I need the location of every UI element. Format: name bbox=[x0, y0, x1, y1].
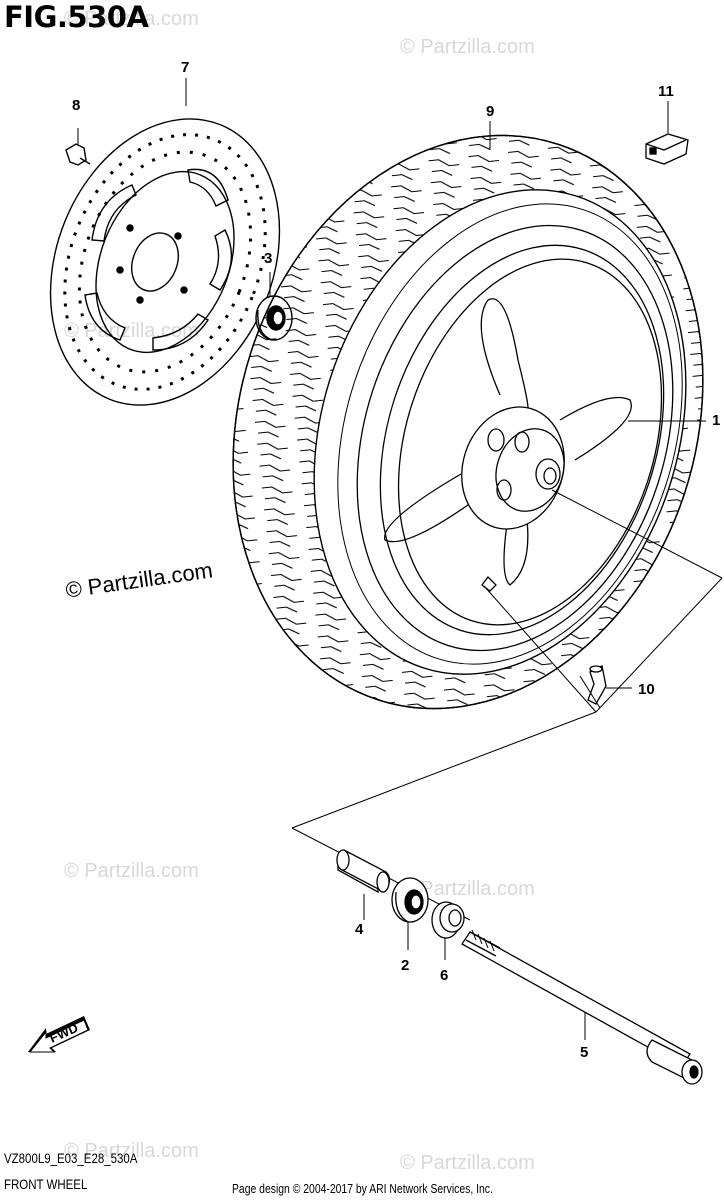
diagram-code: VZ800L9_E03_E28_530A bbox=[4, 1150, 138, 1166]
forward-direction-arrow: FWD bbox=[28, 1016, 90, 1053]
front-wheel bbox=[356, 224, 674, 652]
callout-part-9[interactable]: 9 bbox=[486, 103, 495, 120]
callout-part-6[interactable]: 6 bbox=[440, 967, 449, 984]
page-design-credit: Page design © 2004-2017 by ARI Network S… bbox=[232, 1181, 493, 1196]
callout-part-8[interactable]: 8 bbox=[72, 97, 81, 114]
watermark: © Partzilla.com bbox=[400, 36, 535, 58]
callout-part-2[interactable]: 2 bbox=[401, 957, 410, 974]
front-axle bbox=[461, 929, 703, 1085]
watermark: © Partzilla.com bbox=[64, 860, 199, 882]
watermark: © Partzilla.com bbox=[400, 878, 535, 900]
watermark: © Partzilla.com bbox=[64, 8, 199, 30]
callout-part-5[interactable]: 5 bbox=[580, 1044, 589, 1061]
figure-title: FIG.530A bbox=[4, 0, 149, 34]
tire-valve bbox=[587, 665, 632, 705]
dust-seal-collar bbox=[431, 901, 465, 939]
callout-part-11[interactable]: 11 bbox=[658, 83, 674, 100]
balance-weight bbox=[645, 101, 689, 165]
diagram-name: FRONT WHEEL bbox=[4, 1176, 88, 1192]
callout-part-7[interactable]: 7 bbox=[181, 59, 190, 76]
front-tire bbox=[232, 134, 704, 710]
callout-part-3[interactable]: 3 bbox=[264, 250, 273, 267]
disc-bolt bbox=[65, 128, 91, 166]
watermark: © Partzilla.com bbox=[64, 1140, 199, 1162]
callout-part-1[interactable]: 1 bbox=[712, 412, 721, 429]
callout-part-4[interactable]: 4 bbox=[355, 921, 364, 938]
wheel-spacer bbox=[336, 849, 391, 894]
wheel-bearing-2 bbox=[391, 877, 429, 923]
callout-part-10[interactable]: 10 bbox=[638, 681, 655, 698]
watermark: © Partzilla.com bbox=[400, 1152, 535, 1174]
